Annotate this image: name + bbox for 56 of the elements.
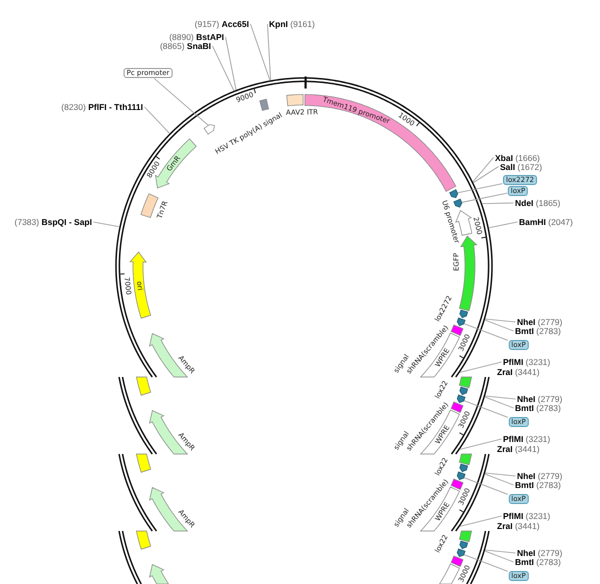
restriction-site-label: NheI (2779) [517,318,562,326]
restriction-site-label: (7383) BspQI - SapI [14,218,92,226]
leader-line [154,78,208,126]
leader-line [212,46,234,92]
leader-line [484,550,516,554]
restriction-site-label: (8865) SnaBI [160,42,211,50]
backbone-arc [118,453,490,532]
restriction-site-label: (8890) BstAPI [169,32,224,42]
backbone-arc [118,530,490,584]
leader-line [457,183,503,194]
leader-line [460,362,502,373]
leader-line [484,320,514,332]
leader-line [144,106,170,134]
leader-line [488,222,518,228]
leader-line [484,318,516,322]
leader-line [472,157,494,182]
restriction-site-label: ZraI (3441) [497,368,540,376]
leader-line [484,472,516,476]
restriction-site-label: NheI (2779) [517,472,562,480]
leader-line [482,202,514,204]
restriction-site-label: BmtI (2783) [515,480,561,490]
leader-line [460,516,502,527]
leader-line [484,396,514,408]
leader-line [464,554,508,572]
leader-line [484,550,514,562]
leader-line [484,474,514,486]
backbone-ring [115,77,493,378]
restriction-site-label: ZraI (3441) [497,444,540,454]
restriction-site-label: PflMI (3231) [503,512,550,520]
restriction-site-label: SalI (1672) [500,162,542,171]
leader-line [460,438,502,450]
restriction-site-label: (9157) Acc65I [194,20,249,28]
restriction-site-label: PflMI (3231) [503,358,550,366]
restriction-site-label: (8230) PflFI - Tth111I [61,102,143,112]
leader-line [464,323,508,341]
restriction-site-label: BmtI (2783) [515,558,561,566]
leader-line [225,36,236,90]
restriction-site-label: BmtI (2783) [515,326,561,336]
leader-line [484,396,516,400]
restriction-site-label: BamHI (2047) [519,218,573,226]
leader-line [93,222,120,228]
backbone-arc [118,376,490,455]
leader-line [473,166,499,184]
restriction-site-label: XbaI (1666) [495,153,540,162]
restriction-site-label: NheI (2779) [517,394,562,404]
restriction-site-label: PflMI (3231) [503,434,550,444]
leader-line [462,192,508,203]
restriction-site-label: KpnI (9161) [269,20,315,28]
leader-line [250,24,270,81]
leader-line [464,400,508,418]
restriction-site-label: NdeI (1865) [515,198,560,208]
restriction-site-label: ZraI (3441) [497,522,540,530]
restriction-site-label: BmtI (2783) [515,404,561,412]
restriction-site-label: NheI (2779) [517,548,562,558]
leader-line [267,24,271,81]
leader-line [464,477,508,495]
